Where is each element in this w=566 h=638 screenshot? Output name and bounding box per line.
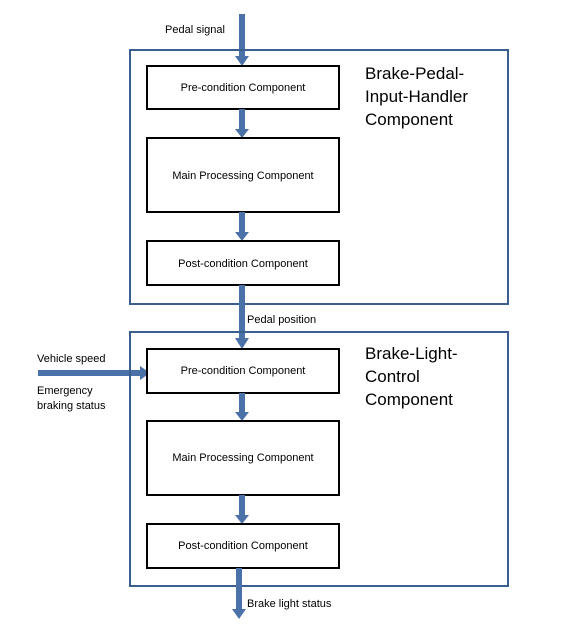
module1-pre-to-main-arrowhead: [235, 129, 249, 138]
module1-precondition-box[interactable]: [146, 65, 340, 110]
module1-main-processing-box[interactable]: [146, 137, 340, 213]
module1-title-line2: Input-Handler: [365, 87, 468, 106]
module1-postcondition-box[interactable]: [146, 240, 340, 286]
module2-main-to-post-arrowhead: [235, 515, 249, 524]
module2-precondition-label: Pre-condition Component: [181, 365, 306, 377]
pedal-signal-arrowhead: [235, 56, 249, 66]
module2-title-line2: Control: [365, 367, 420, 386]
module2-postcondition-label: Post-condition Component: [178, 540, 308, 552]
pedal-signal-label: Pedal signal: [165, 24, 225, 36]
module2-pre-to-main-arrowhead: [235, 412, 249, 421]
module2-main-processing-box[interactable]: [146, 420, 340, 496]
module2-postcondition-box[interactable]: [146, 523, 340, 569]
module1-title-line1: Brake-Pedal-: [365, 64, 464, 83]
module2-title-line1: Brake-Light-: [365, 344, 458, 363]
emergency-label-line2: braking status: [37, 400, 106, 412]
module1-main-to-post-arrowhead: [235, 232, 249, 241]
module2-title-line3: Component: [365, 390, 453, 409]
brake-light-control-frame: [129, 331, 509, 587]
side-input-arrowhead: [140, 366, 150, 380]
pedal-position-label: Pedal position: [247, 314, 316, 326]
module1-title-line3: Component: [365, 110, 453, 129]
emergency-label-line1: Emergency: [37, 385, 93, 397]
vehicle-speed-label: Vehicle speed: [37, 353, 106, 365]
module2-main-processing-label: Main Processing Component: [172, 452, 313, 464]
module1-main-processing-label: Main Processing Component: [172, 170, 313, 182]
module1-postcondition-label: Post-condition Component: [178, 258, 308, 270]
module2-precondition-box[interactable]: [146, 348, 340, 394]
brake-light-status-arrowhead: [232, 609, 246, 619]
brake-pedal-input-handler-frame: [129, 49, 509, 305]
brake-light-status-label: Brake light status: [247, 598, 332, 610]
module1-precondition-label: Pre-condition Component: [181, 82, 306, 94]
pedal-position-arrowhead: [235, 338, 249, 349]
